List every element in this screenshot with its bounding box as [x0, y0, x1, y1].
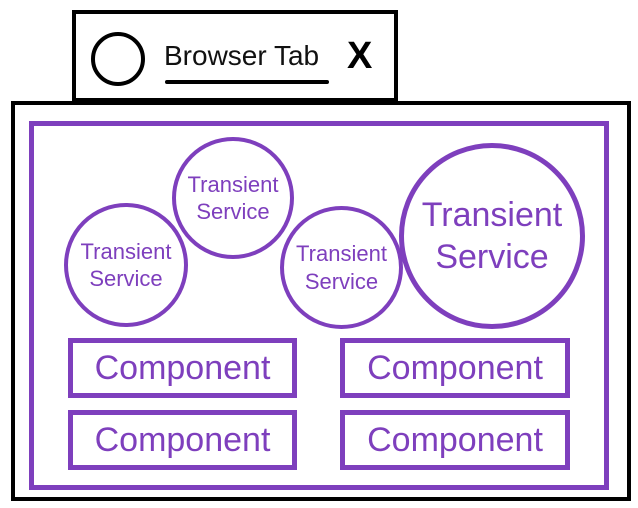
transient-service-3: Transient Service	[280, 206, 403, 329]
component-1: Component	[68, 338, 297, 398]
component-4: Component	[340, 410, 570, 470]
service-line1: Transient	[421, 195, 563, 234]
transient-service-1: Transient Service	[64, 203, 188, 327]
service-line1: Transient	[296, 241, 387, 266]
service-line2: Service	[304, 268, 379, 294]
service-line2: Service	[196, 199, 270, 224]
component-2: Component	[340, 338, 570, 398]
app-container	[29, 121, 609, 490]
tab-title-underline	[165, 80, 329, 84]
tab-favicon-icon	[91, 32, 145, 86]
service-line1: Transient	[80, 238, 172, 264]
transient-service-4: Transient Service	[399, 143, 585, 329]
browser-tab[interactable]: Browser Tab X	[72, 10, 398, 102]
service-line2: Service	[435, 238, 549, 276]
service-line1: Transient	[187, 171, 279, 197]
tab-close-button[interactable]: X	[347, 35, 373, 77]
transient-service-2: Transient Service	[172, 137, 294, 259]
service-line2: Service	[89, 266, 163, 291]
component-3: Component	[68, 410, 297, 470]
tab-title: Browser Tab	[164, 40, 320, 71]
